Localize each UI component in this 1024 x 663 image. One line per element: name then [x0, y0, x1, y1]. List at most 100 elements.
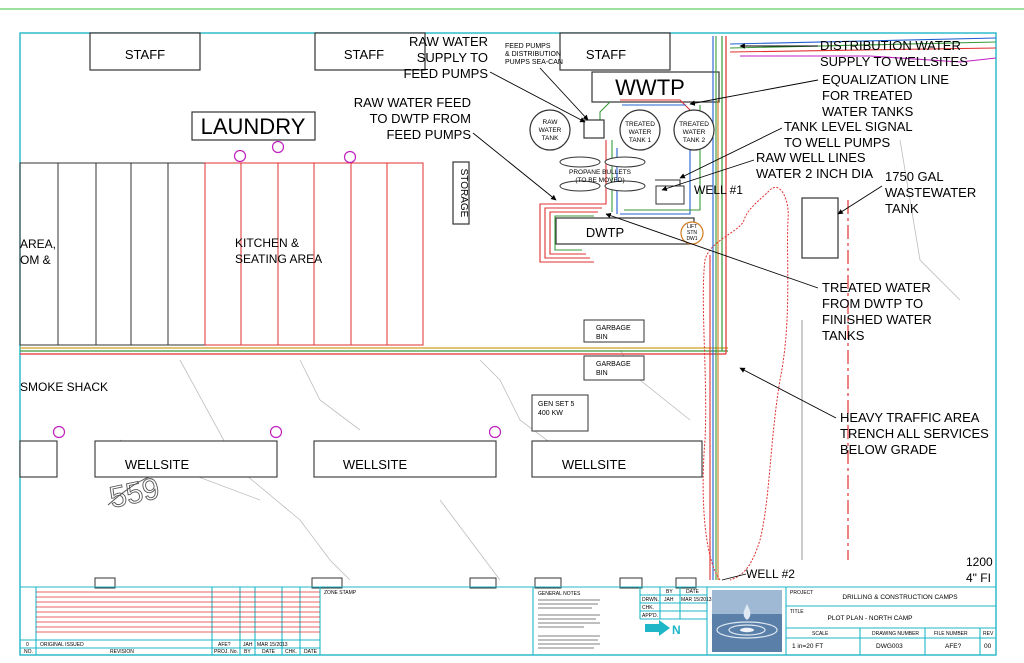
wellsite-left-edge	[19, 440, 58, 478]
feed-pumps-line1: FEED PUMPS	[505, 43, 551, 50]
raw-tank-line1: RAW	[543, 119, 559, 126]
wastewater-line1: 1750 GAL	[885, 169, 944, 184]
annotation-wastewater: 1750 GAL WASTEWATER TANK	[885, 169, 976, 216]
leader-lines	[472, 43, 883, 419]
bottom-building-stubs	[94, 577, 697, 589]
storage-label: STORAGE	[458, 169, 469, 218]
title-label: TITLE	[790, 609, 804, 615]
treated-dwtp-line1: TREATED WATER	[822, 280, 931, 295]
scale-label: SCALE	[812, 631, 829, 637]
gen-set-line1: GEN SET 5	[538, 401, 575, 408]
road-number: 559	[107, 472, 163, 515]
project-label: PROJECT	[790, 590, 813, 596]
treated-tank-1-line3: TANK 1	[629, 137, 652, 144]
lift-label-line3: DW1	[686, 236, 697, 242]
staff-building-1	[89, 32, 201, 71]
drwn-label: DRWN.	[642, 597, 659, 603]
drawing-number-label: DRAWING NUMBER	[872, 631, 919, 637]
equalization-line2: FOR TREATED	[822, 88, 913, 103]
feed-pumps-seacan	[583, 119, 605, 139]
raw-tank-line3: TANK	[542, 135, 560, 142]
lift-label-line2: STN	[687, 230, 697, 236]
camp-perimeter	[20, 36, 728, 355]
rev-header-revision: REVISION	[110, 649, 134, 655]
treated-water-tank-2	[673, 109, 715, 151]
wellsite-1	[94, 440, 278, 478]
treated-dwtp-line2: FROM DWTP TO	[822, 296, 923, 311]
wastewater-tank	[801, 197, 839, 259]
annotation-tank-level: TANK LEVEL SIGNAL TO WELL PUMPS	[784, 119, 913, 150]
title-block	[20, 586, 996, 655]
garbage-bin-1-line1: GARBAGE	[596, 325, 631, 332]
rev-header-date: DATE	[262, 649, 276, 655]
propane-label-line1: PROPANE BULLETS	[569, 169, 632, 176]
propane-bullets	[559, 156, 646, 192]
scale-value: 1 in=20 FT	[792, 643, 823, 650]
raw-well-line1: RAW WELL LINES	[756, 150, 866, 165]
tank-level-line2: TO WELL PUMPS	[784, 135, 891, 150]
annotation-raw-feed-dwtp: RAW WATER FEED TO DWTP FROM FEED PUMPS	[354, 95, 472, 142]
distribution-line1: DISTRIBUTION WATER	[820, 38, 961, 53]
general-notes-heading: GENERAL NOTES	[538, 591, 581, 597]
north-label: N	[672, 623, 681, 637]
smoke-shack-label: SMOKE SHACK	[20, 380, 108, 394]
power-markers	[52, 140, 502, 439]
treated-tank-1-line2: WATER	[629, 129, 652, 136]
raw-tank-line2: WATER	[539, 127, 562, 134]
staff-building-2	[314, 32, 426, 71]
rev-header-no: NO.	[24, 649, 33, 655]
annotation-raw-well: RAW WELL LINES WATER 2 INCH DIA	[756, 150, 873, 181]
kitchen-building	[19, 162, 424, 346]
equalization-line3: WATER TANKS	[822, 104, 914, 119]
rev-row-date: MAR 15/2013	[257, 642, 288, 648]
distribution-line2: SUPPLY TO WELLSITES	[820, 54, 968, 69]
laundry-label: LAUNDRY	[201, 114, 306, 139]
treated-dwtp-line4: TANKS	[822, 328, 865, 343]
annotation-feed-pumps: FEED PUMPS & DISTRIBUTION PUMPS SEA-CAN	[505, 43, 563, 66]
rev-header-chk: CHK.	[285, 649, 297, 655]
tank-level-line1: TANK LEVEL SIGNAL	[784, 119, 913, 134]
gen-set-line2: 400 KW	[538, 410, 563, 417]
laundry-box	[191, 111, 316, 141]
annotation-heavy-traffic: HEAVY TRAFFIC AREA TRENCH ALL SERVICES B…	[840, 410, 989, 457]
staff-building-3	[559, 32, 671, 71]
drwn-by: JAH	[664, 597, 674, 603]
garbage-bin-2-line1: GARBAGE	[596, 361, 631, 368]
lift-label-line1: LIFT	[687, 224, 697, 230]
rev-label: REV	[983, 631, 994, 637]
app-label: APP'D.	[642, 613, 658, 619]
garbage-bin-2	[583, 355, 645, 381]
staff-label-2: STAFF	[344, 47, 384, 62]
treated-tank-1-line1: TREATED	[625, 121, 655, 128]
by-label: BY	[666, 589, 673, 595]
wellsite-1-label: WELLSITE	[125, 457, 190, 472]
file-number-label: FILE NUMBER	[934, 631, 968, 637]
treated-water-tank-1	[619, 109, 661, 151]
general-notes-body	[538, 599, 600, 649]
area-label-line2: OM &	[20, 253, 51, 267]
well-1-label: WELL #1	[694, 183, 743, 197]
rev-header-proj: PROJ. No.	[214, 649, 238, 655]
drwn-date: MAR 15/2013	[681, 597, 712, 603]
raw-supply-line1: RAW WATER	[409, 34, 488, 49]
feed-pumps-line3: PUMPS SEA-CAN	[505, 59, 563, 66]
date-label: DATE	[686, 589, 700, 595]
edge-label-2: 4" FI	[966, 571, 991, 585]
well-2-leader	[721, 573, 747, 581]
treated-tank-2-line3: TANK 2	[683, 137, 706, 144]
distribution-lines	[729, 37, 997, 63]
raw-supply-line3: FEED PUMPS	[403, 66, 488, 81]
raw-feed-line1: RAW WATER FEED	[354, 95, 471, 110]
raw-feed-line3: FEED PUMPS	[386, 127, 471, 142]
treated-tank-2-line1: TREATED	[679, 121, 709, 128]
staff-label-3: STAFF	[586, 47, 626, 62]
kitchen-label-line1: KITCHEN &	[235, 236, 299, 250]
wwtp-label: WWTP	[615, 75, 685, 100]
background-traces	[119, 139, 961, 581]
annotation-raw-supply: RAW WATER SUPPLY TO FEED PUMPS	[403, 34, 488, 81]
raw-well-line2: WATER 2 INCH DIA	[756, 166, 873, 181]
rev-row-proj: AFE?	[218, 642, 231, 648]
feed-pumps-line2: & DISTRIBUTION	[505, 51, 561, 58]
annotation-equalization: EQUALIZATION LINE FOR TREATED WATER TANK…	[822, 72, 949, 119]
